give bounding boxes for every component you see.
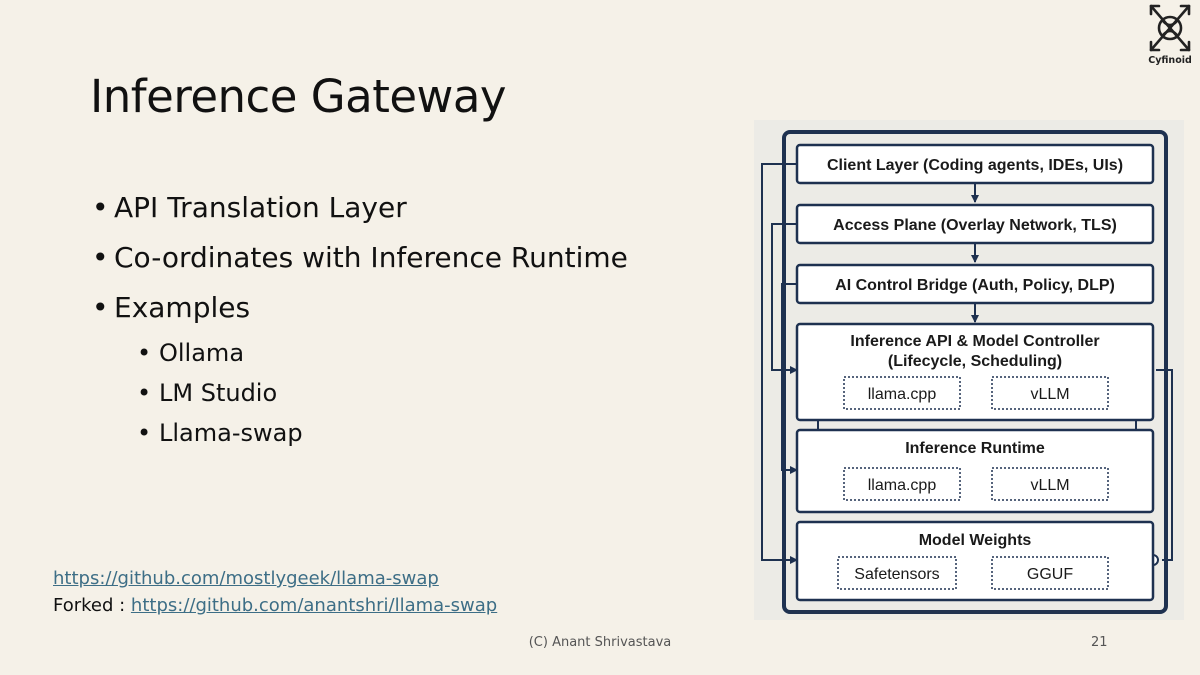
cyfinoid-logo: Cyfinoid xyxy=(1142,2,1198,68)
sub-bullet-item: LM Studio xyxy=(92,373,628,413)
api-llamacpp-box xyxy=(843,376,961,410)
api-vllm-box xyxy=(991,376,1109,410)
runtime-vllm-label: vLLM xyxy=(1030,477,1069,494)
control-bridge-label: AI Control Bridge (Auth, Policy, DLP) xyxy=(835,277,1115,294)
cyfinoid-logo-icon xyxy=(1149,4,1191,52)
runtime-llamacpp-label: llama.cpp xyxy=(868,477,937,494)
forked-label: Forked : xyxy=(53,595,131,616)
client-layer-box xyxy=(795,143,1155,185)
runtime-title: Inference Runtime xyxy=(905,440,1045,457)
weights-title: Model Weights xyxy=(919,532,1032,549)
safetensors-label: Safetensors xyxy=(854,566,939,583)
access-plane-box xyxy=(795,203,1155,245)
bullet-list: API Translation Layer Co-ordinates with … xyxy=(92,183,628,453)
api-controller-subtitle: (Lifecycle, Scheduling) xyxy=(888,353,1062,370)
runtime-vllm-box xyxy=(991,467,1109,501)
footer-credit: (C) Anant Shrivastava xyxy=(528,635,672,650)
control-bridge-box xyxy=(795,263,1155,305)
access-plane-label: Access Plane (Overlay Network, TLS) xyxy=(833,217,1117,234)
forked-link[interactable]: https://github.com/anantshri/llama-swap xyxy=(130,595,498,616)
architecture-diagram: Client Layer (Coding agents, IDEs, UIs) … xyxy=(754,120,1184,624)
sub-bullet-item: Llama-swap xyxy=(92,413,628,453)
api-controller-title: Inference API & Model Controller xyxy=(850,333,1099,350)
page-number: 21 xyxy=(1091,635,1108,650)
runtime-llamacpp-box xyxy=(843,467,961,501)
bullet-item: Examples xyxy=(92,283,628,333)
gguf-box xyxy=(991,556,1109,590)
forked-line: Forked : https://github.com/anantshri/ll… xyxy=(53,595,497,616)
llama-swap-link[interactable]: https://github.com/mostlygeek/llama-swap xyxy=(53,568,439,589)
api-llamacpp-label: llama.cpp xyxy=(868,386,937,403)
logo-text: Cyfinoid xyxy=(1148,55,1192,66)
bullet-item: API Translation Layer xyxy=(92,183,628,233)
bullet-item: Co-ordinates with Inference Runtime xyxy=(92,233,628,283)
slide-title: Inference Gateway xyxy=(90,70,507,123)
api-vllm-label: vLLM xyxy=(1030,386,1069,403)
safetensors-box xyxy=(837,556,957,590)
sub-bullet-item: Ollama xyxy=(92,333,628,373)
gguf-label: GGUF xyxy=(1027,566,1073,583)
diagram-outer-frame xyxy=(782,130,1168,614)
client-layer-label: Client Layer (Coding agents, IDEs, UIs) xyxy=(827,157,1123,174)
